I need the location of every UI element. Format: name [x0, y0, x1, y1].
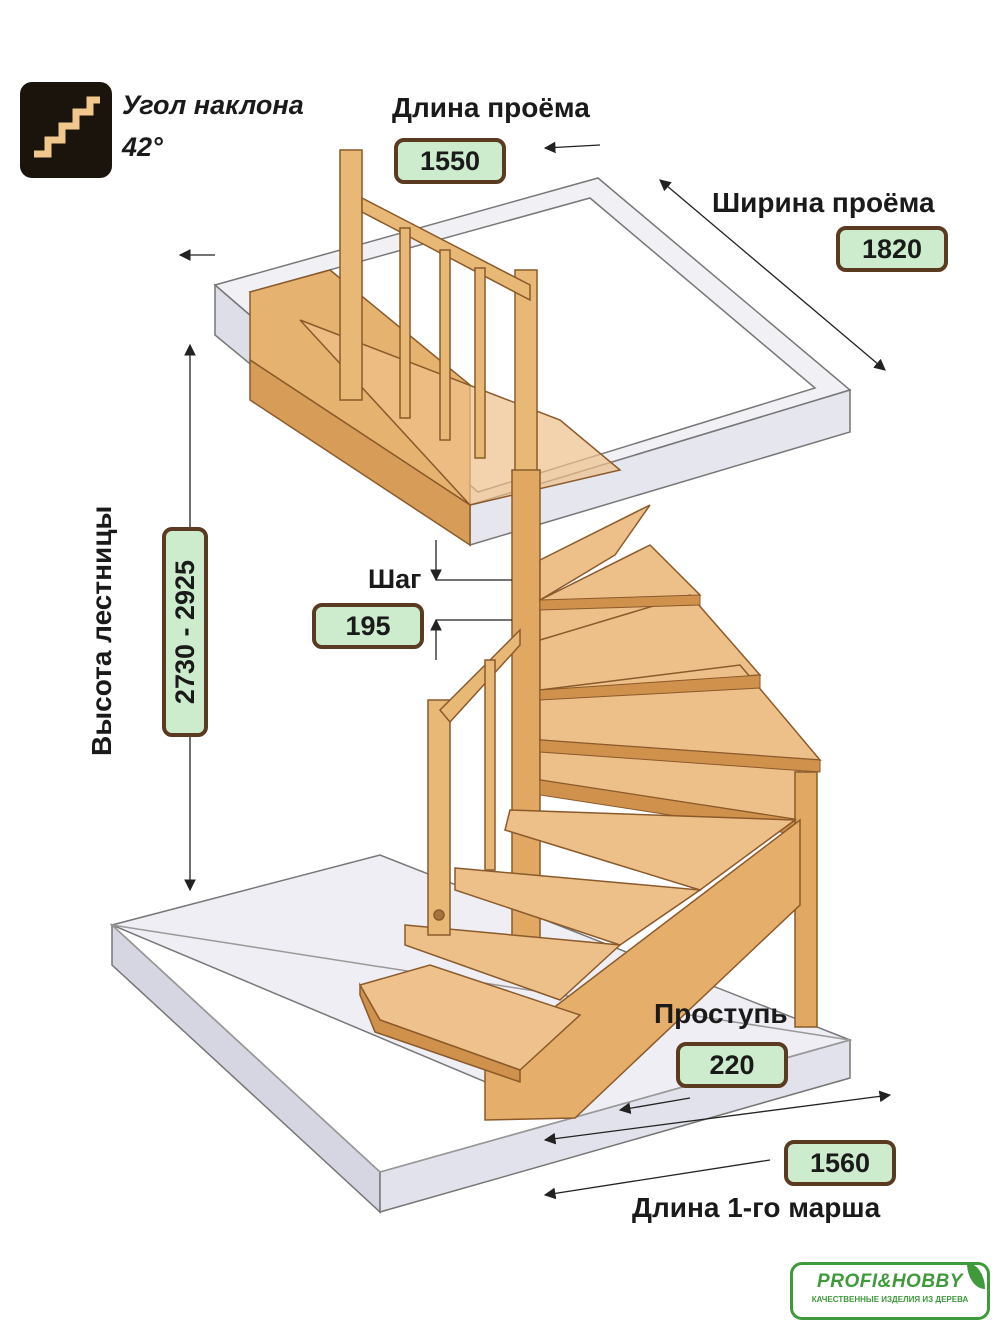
tread-title: Проступь	[654, 998, 788, 1029]
flight-length-title: Длина 1-го марша	[632, 1192, 881, 1223]
tread-value: 220	[676, 1042, 788, 1088]
height-title: Высота лестницы	[86, 505, 117, 756]
angle-title: Угол наклона	[122, 90, 304, 120]
brand-logo: PROFI&HOBBY КАЧЕСТВЕННЫЕ ИЗДЕЛИЯ ИЗ ДЕРЕ…	[790, 1262, 990, 1320]
stairs-icon	[20, 82, 112, 178]
lower-steps	[358, 809, 798, 1084]
step-value: 195	[312, 603, 424, 649]
opening-width-title: Ширина проёма	[712, 187, 935, 218]
lower-railing	[427, 628, 521, 936]
height-value: 2730 - 2925	[162, 527, 208, 737]
opening-length-value: 1550	[394, 138, 506, 184]
angle-value: 42°	[122, 132, 163, 162]
upper-railing	[339, 149, 538, 481]
step-title: Шаг	[368, 564, 422, 594]
brand-tagline: КАЧЕСТВЕННЫЕ ИЗДЕЛИЯ ИЗ ДЕРЕВА	[811, 1295, 969, 1304]
winder-steps	[539, 504, 822, 821]
flight-length-value: 1560	[784, 1140, 896, 1186]
brand-name: PROFI&HOBBY	[817, 1271, 963, 1292]
opening-length-title: Длина проёма	[392, 92, 590, 123]
opening-width-value: 1820	[836, 226, 948, 272]
